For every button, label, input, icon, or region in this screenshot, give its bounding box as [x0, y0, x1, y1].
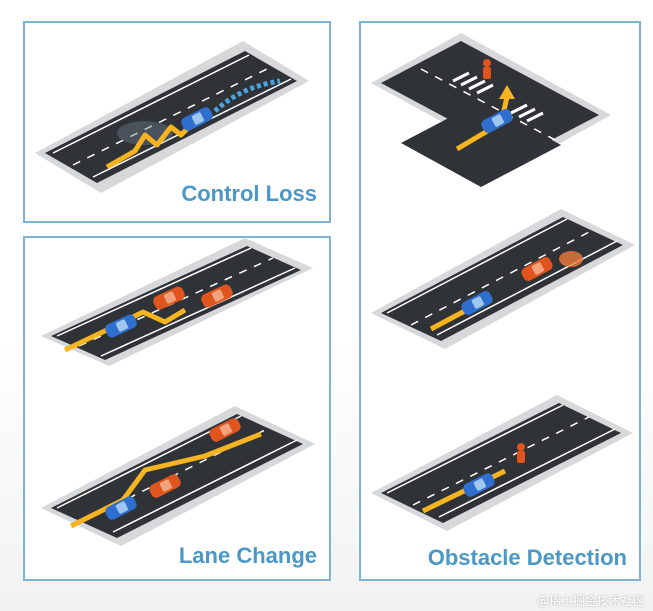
road	[45, 51, 297, 183]
lane-edge-line	[56, 247, 252, 337]
ego-car	[481, 109, 513, 133]
ego-car	[105, 314, 137, 338]
lane-edge-line	[438, 428, 616, 518]
lane-edge-line	[386, 404, 564, 494]
obstacle-detection-panel: Obstacle Detection	[359, 21, 641, 581]
control-loss-scene	[35, 41, 309, 193]
control-loss-panel: Control Loss	[23, 21, 331, 223]
other-car	[209, 418, 241, 442]
road	[381, 403, 621, 523]
ego-car	[181, 107, 213, 131]
crosswalk	[452, 71, 544, 123]
lane-edge-line	[112, 439, 298, 533]
other-car	[521, 257, 553, 281]
lane-center-line	[72, 66, 272, 166]
ego-car	[105, 496, 137, 520]
lane-edge-line	[100, 267, 296, 357]
obstacle-detection-scene	[371, 33, 635, 531]
pedestrian-obstacle	[517, 443, 525, 463]
lane-edge-line	[436, 240, 618, 336]
road	[381, 217, 623, 341]
ego-car	[463, 473, 495, 497]
lane-change-panel: Lane Change	[23, 236, 331, 581]
lane-edge-line	[52, 54, 250, 154]
road	[401, 101, 561, 187]
pedestrian-obstacle	[483, 59, 491, 79]
other-car	[153, 286, 185, 310]
panel-title: Control Loss	[181, 181, 317, 206]
panel-title: Lane Change	[178, 543, 317, 568]
other-car	[201, 284, 233, 308]
road	[381, 41, 599, 157]
arrow-head	[499, 85, 515, 99]
watermark: @稀土掘金技术社区	[536, 594, 645, 608]
lane-change-scene	[41, 238, 315, 546]
swerving-path-arrow	[105, 119, 197, 170]
lane-center-line	[420, 68, 562, 144]
lane-change-path-arrow	[63, 307, 187, 353]
skid-trail	[213, 78, 281, 113]
overtake-path-arrow	[69, 431, 262, 529]
ego-car	[461, 291, 493, 315]
road	[51, 246, 301, 360]
other-car	[149, 474, 181, 498]
lane-center-line	[410, 230, 592, 326]
obstacle-marker	[559, 251, 583, 267]
lane-center-line	[412, 416, 590, 506]
lane-edge-line	[386, 218, 568, 314]
panel-title: Obstacle Detection	[427, 545, 627, 570]
